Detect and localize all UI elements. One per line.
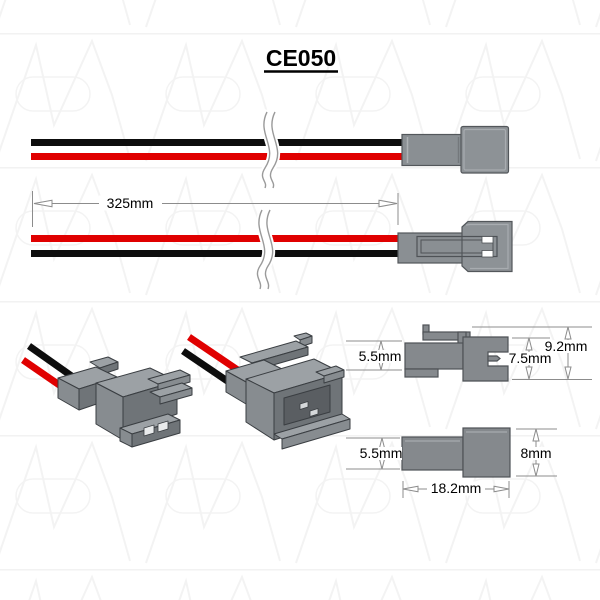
contact-pin: [309, 408, 319, 417]
overall-length-label: 18.2mm: [431, 480, 482, 496]
body-height-label: 5.5mm: [360, 445, 403, 461]
red-wire: [31, 235, 401, 242]
contact-slot: [481, 250, 494, 258]
dim-overall-height: [472, 326, 592, 380]
break-symbol: [254, 207, 276, 292]
dimension-arrow-left: [33, 199, 53, 208]
connector-body: [401, 133, 464, 167]
connector-body: [397, 232, 465, 264]
connector-head: [460, 125, 510, 174]
page-title: CE050: [266, 45, 336, 71]
black-wire: [31, 139, 403, 146]
opening-height-label: 7.5mm: [509, 350, 552, 366]
length-label: 325mm: [107, 195, 154, 211]
latch-channel-outer: [416, 235, 498, 258]
connector-head: [462, 336, 509, 382]
connector-body: [404, 342, 464, 370]
iso-view-socket: [181, 332, 351, 450]
overall-height-label: 9.2mm: [545, 338, 588, 354]
contact-slot: [143, 424, 155, 437]
side-view-plain: 5.5mm 8mm 18.2mm: [346, 427, 557, 498]
cable-bottom-view: [31, 207, 513, 292]
connector-side-a: [401, 125, 510, 174]
title-block: CE050: [264, 45, 338, 73]
dimension-arrow-right: [378, 199, 398, 208]
connector-profile: [404, 324, 509, 382]
contact-pin: [299, 401, 309, 410]
connector-head: [461, 220, 513, 273]
black-wire: [31, 250, 401, 257]
cable-top-view: [31, 109, 510, 191]
latch-channel-inner: [420, 239, 494, 254]
body-height-label: 5.5mm: [359, 348, 402, 364]
red-wire: [31, 153, 403, 160]
side-view-latched: 5.5mm 7.5mm 9.2mm: [346, 324, 592, 382]
dim-opening-height: [512, 337, 592, 380]
contact-pin: [487, 355, 501, 362]
dim-head-height: [516, 428, 557, 477]
connector-head: [462, 427, 511, 478]
length-dimension: 325mm: [32, 191, 399, 227]
connector-body: [401, 436, 464, 471]
contact-slot: [157, 420, 169, 433]
contact-slot: [481, 236, 494, 244]
head-height-label: 8mm: [520, 445, 551, 461]
connector-side-b: [397, 220, 513, 273]
break-symbol: [259, 109, 281, 191]
connector-profile: [401, 427, 511, 478]
iso-view-plug: [21, 343, 193, 448]
